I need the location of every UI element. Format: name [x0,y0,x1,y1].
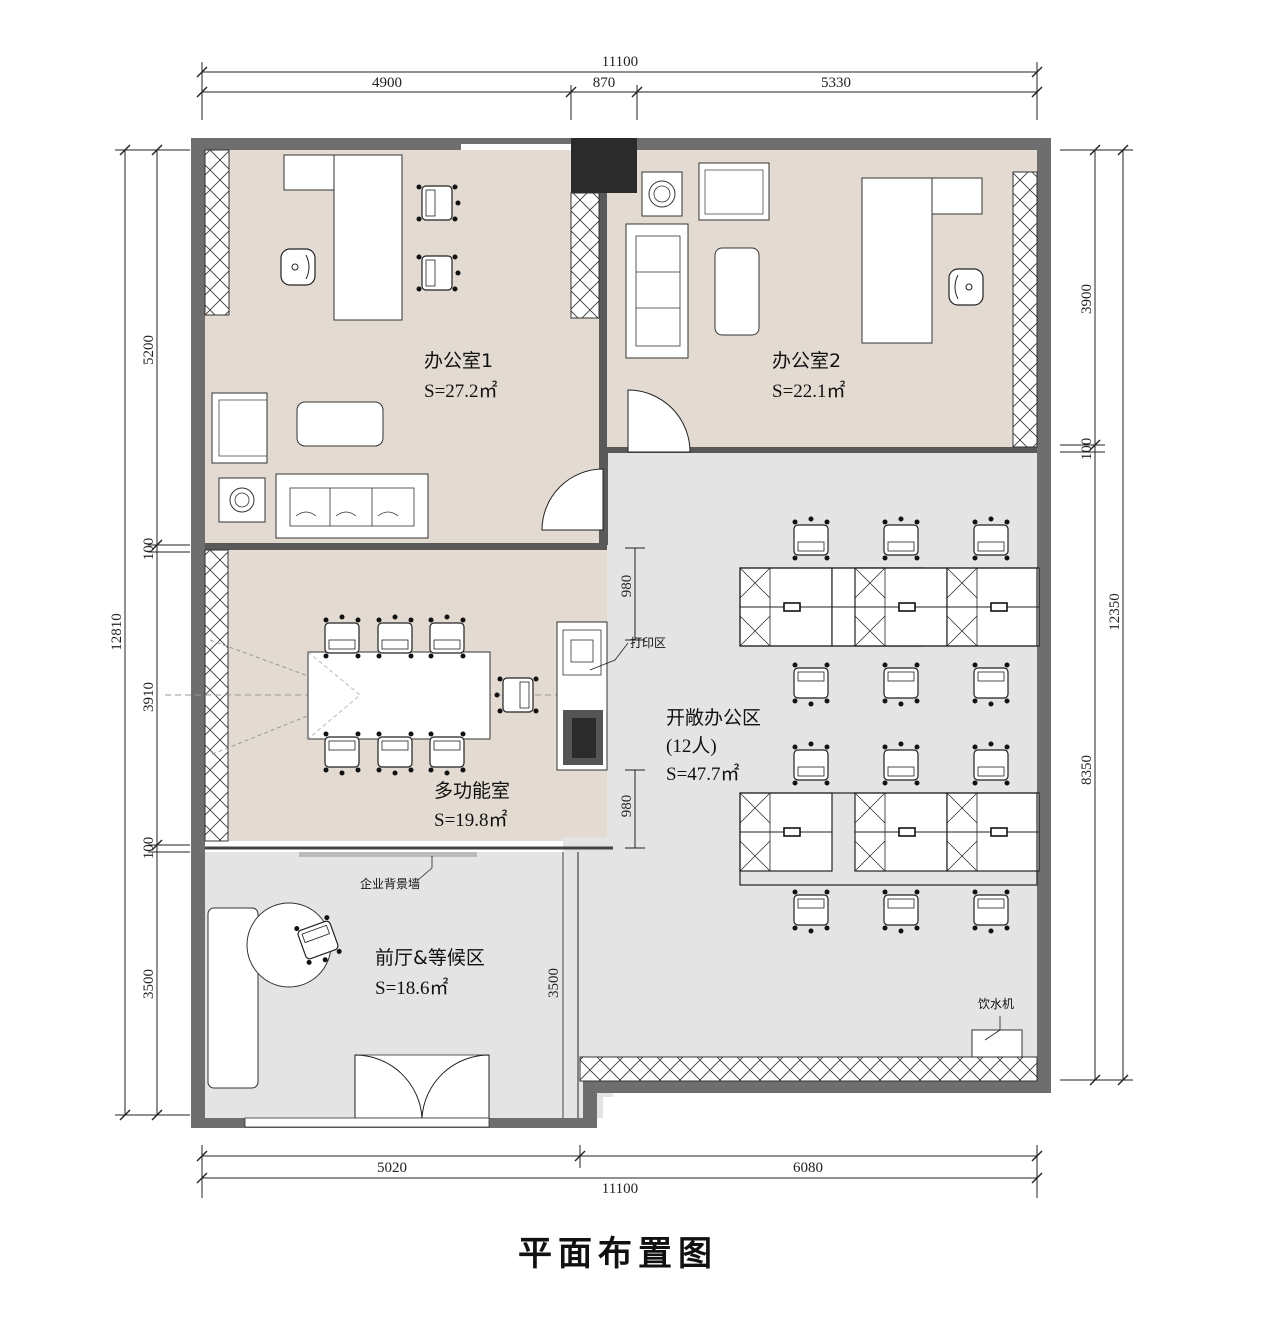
dimension-ticks [119,66,1129,1184]
dim-inner-980-bottom: 980 [619,795,635,818]
open-office-cabinet [579,1056,1038,1082]
glass-facade [244,1117,490,1128]
dim-right-gap: 100 [1079,438,1095,461]
side-cabinet [283,154,335,191]
dim-bottom-left: 5020 [377,1160,407,1176]
multi-room-area: S=19.8㎡ [434,808,508,831]
dim-inner-980-top: 980 [619,575,635,598]
print-area-label: 打印区 [630,636,666,650]
dim-left-multi: 3910 [141,682,157,712]
office1-door[interactable] [541,468,604,531]
dim-top-total: 11100 [602,54,638,70]
boss-chair [280,248,316,286]
dim-left-gap1: 100 [141,538,157,561]
water-dispenser-label: 饮水机 [978,997,1014,1011]
office2-desk [861,177,933,344]
boss-chair [948,268,984,306]
dim-left-gap2: 100 [141,837,157,860]
armchair [698,162,770,221]
lamp-icon [229,487,255,513]
open-office-area: S=47.7㎡ [666,762,740,785]
multi-room-name: 多功能室 [434,780,510,802]
dim-right-total: 12350 [1107,593,1123,631]
printer-icon [570,639,594,663]
office1-desk [333,154,403,321]
plan-title: 平面布置图 [518,1234,718,1274]
side-cabinet [931,177,983,215]
sofa [625,223,689,359]
dim-top-mid: 870 [593,75,616,91]
dim-top-left: 4900 [372,75,402,91]
lobby-area: S=18.6㎡ [375,976,449,999]
dim-right-open: 8350 [1079,755,1095,785]
office2-wardrobe [1012,171,1038,448]
dim-top-right: 5330 [821,75,851,91]
dim-left-lobby: 3500 [141,969,157,999]
reception-counter [207,907,259,1089]
sofa [275,473,429,539]
workstation-cluster-2 [739,792,1040,886]
armchair [211,392,268,464]
backdrop-wall [299,852,477,857]
interior-walls [205,193,1037,550]
dim-left-office: 5200 [141,335,157,365]
office2-name: 办公室2 [772,350,841,372]
lamp-icon [648,180,676,208]
office1-name: 办公室1 [424,350,493,372]
dim-inner-3500: 3500 [546,968,562,998]
dim-bottom-right: 6080 [793,1160,823,1176]
dim-right-office2: 3900 [1079,284,1095,314]
structural-column [571,138,637,193]
dim-bottom-total: 11100 [602,1181,638,1197]
backdrop-wall-label: 企业背景墙 [360,876,420,891]
dim-left-total: 12810 [109,613,125,651]
office1-cabinet [570,192,600,319]
water-dispenser [971,1029,1023,1058]
exterior-walls [191,138,1051,1128]
lobby-name: 前厅&等候区 [375,947,485,969]
open-office-name: 开敞办公区 [666,707,761,729]
meeting-table [307,651,491,740]
office2-door[interactable] [627,389,691,453]
office1-wardrobe [204,149,230,316]
main-entrance-door[interactable] [354,1054,490,1119]
projection-area [209,639,362,756]
coffee-table [296,401,384,447]
office2-area: S=22.1㎡ [772,379,846,402]
office1-area: S=27.2㎡ [424,379,498,402]
workstation-cluster-1 [739,567,1040,647]
coffee-table [714,247,760,336]
open-office-capacity: (12人) [666,735,717,757]
